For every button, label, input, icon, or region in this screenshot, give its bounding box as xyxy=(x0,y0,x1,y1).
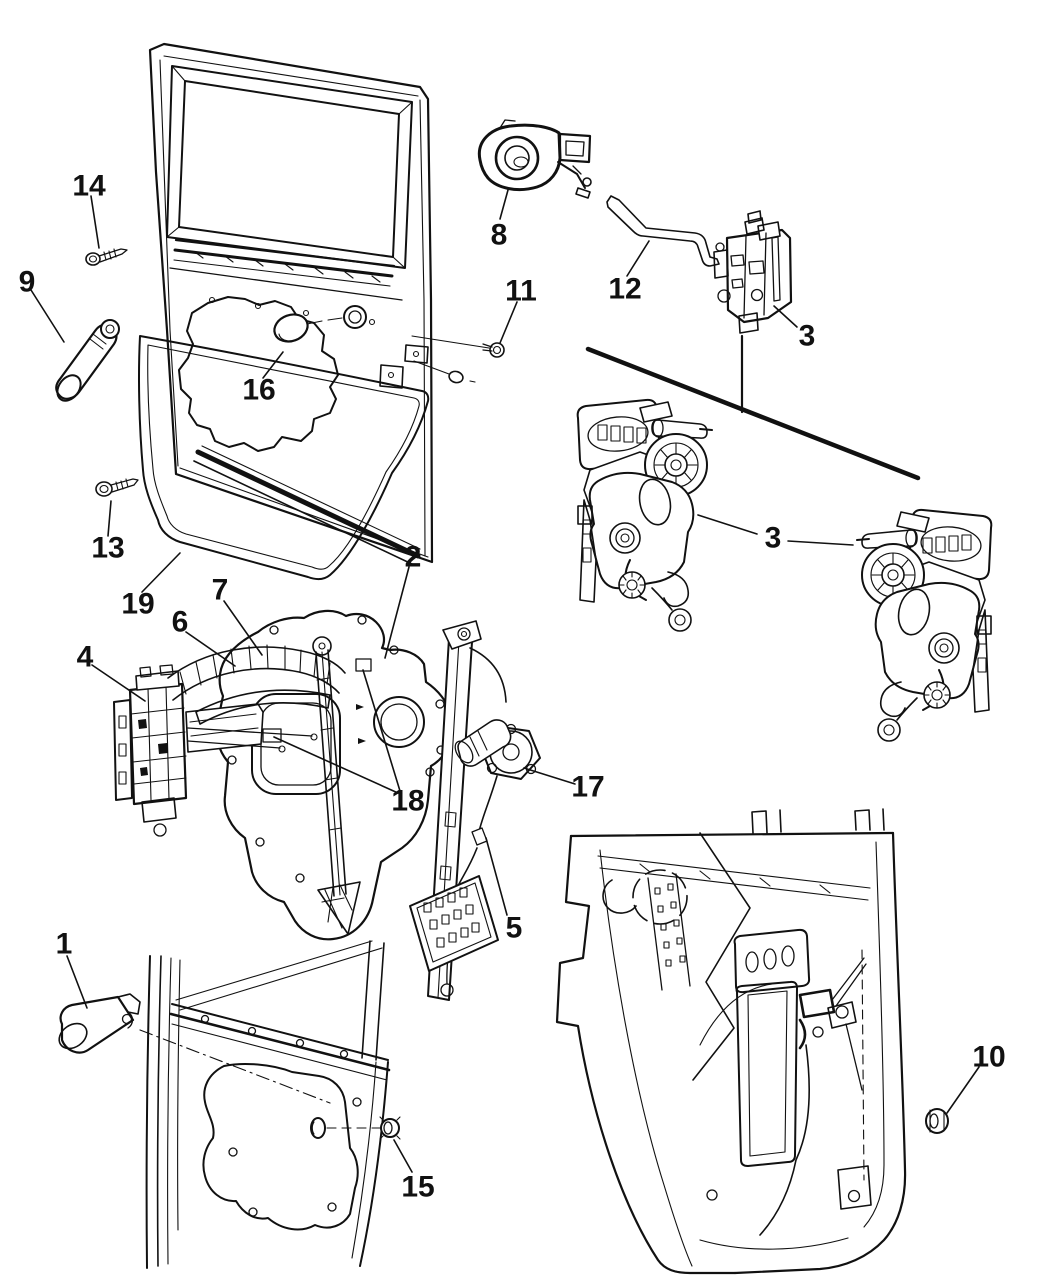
callout-1: 1 xyxy=(56,928,73,961)
callout-12: 12 xyxy=(608,273,641,306)
screw-14 xyxy=(85,248,128,266)
door-module-carrier-panel xyxy=(215,609,454,941)
callout-7: 7 xyxy=(212,574,229,607)
callout-11: 11 xyxy=(505,275,537,308)
callout-9: 9 xyxy=(19,266,36,299)
callout-3-middle: 3 xyxy=(765,522,782,555)
door-inner-frame xyxy=(145,940,391,1269)
door-lock-actuator-right xyxy=(856,508,993,742)
callout-6: 6 xyxy=(172,606,189,639)
callout-15: 15 xyxy=(401,1171,434,1204)
screw-11 xyxy=(411,335,505,384)
callout-4: 4 xyxy=(77,641,94,674)
door-lock-actuator-left xyxy=(576,398,713,632)
weatherstrip-seal xyxy=(138,335,430,581)
section-divider-line xyxy=(585,334,921,481)
regulator-mount-plate xyxy=(409,875,499,972)
callouts: 1 2 3 3 4 5 6 7 8 9 10 11 12 13 14 15 16… xyxy=(19,170,1006,1204)
exterior-door-handle xyxy=(477,119,592,199)
door-shell-inner-view xyxy=(555,808,907,1275)
callout-8: 8 xyxy=(491,219,508,252)
cable-conduit xyxy=(167,644,346,725)
nut xyxy=(925,1108,949,1134)
screw-13 xyxy=(95,478,139,497)
callout-2: 2 xyxy=(405,541,422,574)
callout-13: 13 xyxy=(91,532,124,565)
callout-18: 18 xyxy=(391,785,424,818)
door-latch xyxy=(713,210,793,334)
callout-19: 19 xyxy=(121,588,154,621)
access-hole-plug xyxy=(273,313,343,343)
window-crank-handle xyxy=(55,319,120,402)
door-pull-handle xyxy=(58,993,331,1104)
callout-16: 16 xyxy=(242,374,275,407)
callout-14: 14 xyxy=(72,170,106,203)
latch-link-rod xyxy=(606,195,720,267)
callout-5: 5 xyxy=(506,912,523,945)
callout-3-top: 3 xyxy=(799,320,816,353)
callout-17: 17 xyxy=(571,771,604,804)
callout-10: 10 xyxy=(972,1041,1005,1074)
leader-lines xyxy=(30,189,980,1173)
rear-door-frame xyxy=(148,42,434,566)
grommet xyxy=(379,1116,401,1140)
door-latch-module xyxy=(113,664,318,837)
